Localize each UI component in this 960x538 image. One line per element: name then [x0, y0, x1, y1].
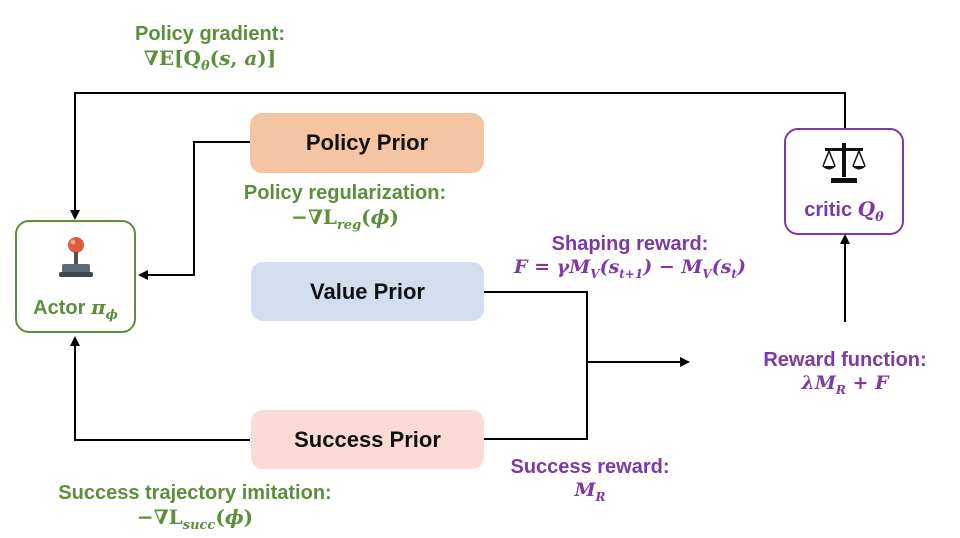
- critic-label: critic: [804, 199, 853, 221]
- actor-label: Actor: [33, 297, 86, 319]
- scales-icon: [822, 143, 866, 183]
- value-prior-line: [484, 291, 588, 362]
- policy-regularization-label: Policy regularization: −∇Lreg(ϕ): [200, 181, 490, 234]
- success-imitation-title: Success trajectory imitation:: [58, 482, 332, 504]
- policy-prior-box: Policy Prior: [250, 113, 484, 173]
- actor-node: Actor πϕ: [15, 220, 136, 333]
- reward-function-title: Reward function:: [763, 349, 927, 371]
- policy-gradient-formula: ∇E[Qθ(s, a)]: [143, 46, 277, 74]
- joystick-icon: [58, 237, 93, 277]
- critic-node: critic Qθ: [784, 128, 904, 235]
- success-prior-line: [484, 362, 588, 440]
- policy-regularization-title: Policy regularization:: [243, 182, 447, 204]
- success-prior-label: Success Prior: [294, 426, 441, 452]
- reward-function-formula: λMR + F: [801, 372, 889, 397]
- value-prior-label: Value Prior: [310, 278, 425, 304]
- policy-gradient-arrow: [70, 92, 846, 220]
- success-imitation-arrow: [70, 336, 250, 441]
- shaping-reward-title: Shaping reward:: [551, 233, 709, 255]
- shaping-reward-label: Shaping reward: F = γMV(st+1) − MV(st): [480, 232, 780, 281]
- success-reward-formula: MR: [574, 479, 606, 504]
- policy-prior-arrow: [138, 141, 250, 280]
- policy-prior-label: Policy Prior: [305, 130, 429, 155]
- policy-gradient-title: Policy gradient:: [134, 23, 286, 45]
- reward-function-label: Reward function: λMR + F: [735, 348, 955, 397]
- success-imitation-label: Success trajectory imitation: −∇Lsucc(ϕ): [10, 481, 380, 534]
- success-reward-title: Success reward:: [510, 456, 670, 478]
- success-reward-label: Success reward: MR: [480, 455, 700, 504]
- critic-caption: critic Qθ: [804, 197, 884, 225]
- success-imitation-formula: −∇Lsucc(ϕ): [136, 505, 254, 533]
- value-prior-box: Value Prior: [251, 262, 484, 321]
- success-prior-box: Success Prior: [251, 410, 484, 469]
- shaping-reward-formula: F = γMV(st+1) − MV(st): [514, 256, 746, 281]
- policy-gradient-label: Policy gradient: ∇E[Qθ(s, a)]: [100, 22, 320, 75]
- policy-regularization-formula: −∇Lreg(ϕ): [291, 205, 399, 233]
- actor-caption: Actor πϕ: [33, 295, 118, 323]
